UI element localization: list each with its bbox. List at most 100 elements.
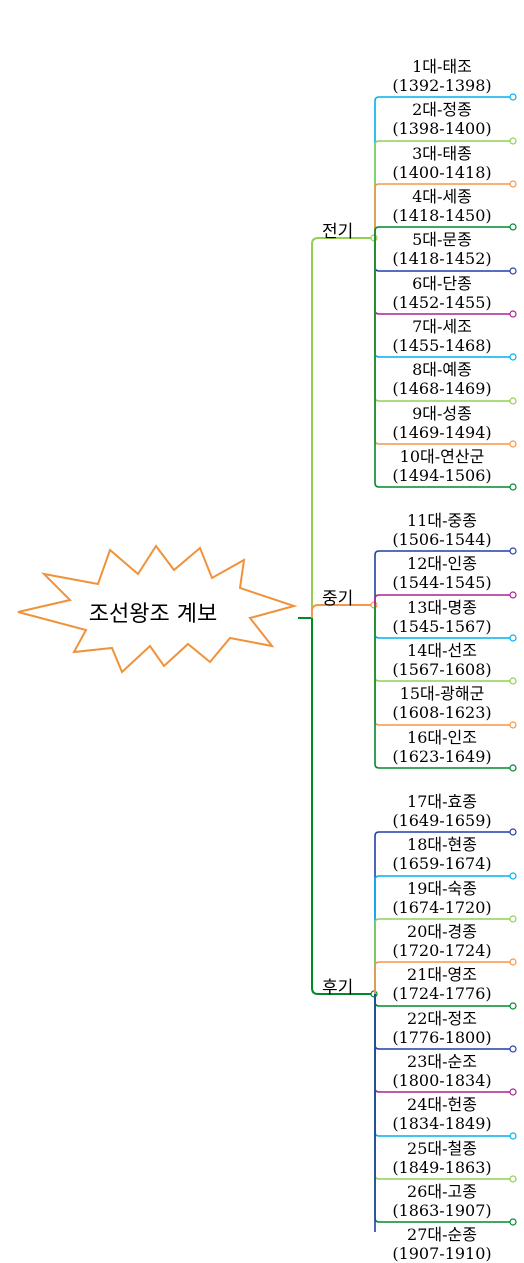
king-topic[interactable]: 3대-태종(1400-1418) — [376, 144, 508, 182]
king-topic[interactable]: 25대-철종(1849-1863) — [376, 1139, 508, 1177]
king-topic[interactable]: 23대-순조(1800-1834) — [376, 1052, 508, 1090]
king-end-dot-1-0[interactable] — [509, 547, 517, 555]
king-topic[interactable]: 6대-단종(1452-1455) — [376, 274, 508, 312]
king-reign-years: (1800-1834) — [392, 1070, 492, 1090]
king-topic[interactable]: 10대-연산군(1494-1506) — [376, 447, 508, 485]
king-topic[interactable]: 18대-현종(1659-1674) — [376, 835, 508, 873]
king-name: 12대-인종 — [407, 554, 477, 574]
king-name: 23대-순조 — [407, 1051, 477, 1071]
king-topic[interactable]: 14대-선조(1567-1608) — [376, 641, 508, 679]
era-label-0[interactable]: 전기 — [322, 222, 354, 242]
king-reign-years: (1468-1469) — [392, 379, 492, 399]
king-reign-years: (1392-1398) — [392, 76, 492, 95]
king-name: 20대-경종 — [407, 921, 477, 941]
king-topic[interactable]: 12대-인종(1544-1545) — [376, 554, 508, 592]
king-name: 19대-숙종 — [407, 878, 477, 898]
king-end-dot-0-8[interactable] — [509, 440, 517, 448]
king-connector-1-1 — [374, 594, 513, 605]
king-reign-years: (1418-1452) — [392, 249, 492, 269]
king-reign-years: (1398-1400) — [392, 119, 492, 139]
king-end-dot-2-3[interactable] — [509, 958, 517, 966]
king-reign-years: (1849-1863) — [392, 1157, 492, 1177]
king-name: 2대-정종 — [412, 100, 472, 120]
king-topic[interactable]: 22대-정조(1776-1800) — [376, 1009, 508, 1047]
king-topic[interactable]: 1대-태조(1392-1398) — [376, 57, 508, 95]
king-end-dot-0-9[interactable] — [509, 483, 517, 491]
king-topic[interactable]: 13대-명종(1545-1567) — [376, 598, 508, 636]
king-end-dot-0-2[interactable] — [509, 180, 517, 188]
era-label-1[interactable]: 중기 — [322, 589, 354, 609]
king-end-dot-2-9[interactable] — [509, 1218, 517, 1226]
king-end-dot-0-0[interactable] — [509, 93, 517, 101]
king-connector-2-1 — [374, 875, 513, 994]
king-end-dot-2-7[interactable] — [509, 1132, 517, 1140]
king-end-dot-2-5[interactable] — [509, 1045, 517, 1053]
king-reign-years: (1567-1608) — [392, 659, 492, 679]
king-topic[interactable]: 20대-경종(1720-1724) — [376, 922, 508, 960]
king-reign-years: (1720-1724) — [392, 940, 492, 960]
king-end-dot-1-4[interactable] — [509, 721, 517, 729]
king-name: 26대-고종 — [407, 1181, 477, 1201]
king-topic[interactable]: 7대-세조(1455-1468) — [376, 317, 508, 355]
king-reign-years: (1674-1720) — [392, 897, 492, 917]
king-topic[interactable]: 11대-중종(1506-1544) — [376, 511, 508, 549]
king-end-dot-1-5[interactable] — [509, 764, 517, 772]
king-reign-years: (1907-1910) — [392, 1244, 492, 1263]
king-connector-1-0 — [374, 550, 513, 605]
king-topic[interactable]: 4대-세종(1418-1450) — [376, 187, 508, 225]
king-name: 1대-태조 — [412, 57, 472, 76]
king-end-dot-1-1[interactable] — [509, 591, 517, 599]
king-end-dot-2-2[interactable] — [509, 915, 517, 923]
king-reign-years: (1469-1494) — [392, 422, 492, 442]
king-topic[interactable]: 2대-정종(1398-1400) — [376, 100, 508, 138]
king-topic[interactable]: 21대-영조(1724-1776) — [376, 965, 508, 1003]
king-end-dot-0-5[interactable] — [509, 310, 517, 318]
king-topic[interactable]: 26대-고종(1863-1907) — [376, 1182, 508, 1220]
king-end-dot-2-8[interactable] — [509, 1175, 517, 1183]
king-name: 10대-연산군 — [399, 446, 485, 466]
king-name: 7대-세조 — [412, 316, 472, 336]
king-end-dot-0-1[interactable] — [509, 137, 517, 145]
king-reign-years: (1776-1800) — [392, 1027, 492, 1047]
king-connector-2-3 — [374, 961, 513, 994]
king-connector-1-5 — [374, 605, 513, 769]
king-name: 13대-명종 — [407, 597, 477, 617]
king-end-dot-1-3[interactable] — [509, 677, 517, 685]
king-topic[interactable]: 17대-효종(1649-1659) — [376, 792, 508, 830]
king-connector-0-0 — [374, 96, 513, 238]
king-name: 5대-문종 — [412, 230, 472, 250]
king-topic[interactable]: 19대-숙종(1674-1720) — [376, 879, 508, 917]
king-end-dot-2-6[interactable] — [509, 1088, 517, 1096]
king-connector-0-1 — [374, 140, 513, 238]
king-connector-0-9 — [374, 238, 513, 488]
king-reign-years: (1506-1544) — [392, 530, 492, 549]
king-end-dot-0-3[interactable] — [509, 223, 517, 231]
king-end-dot-0-7[interactable] — [509, 397, 517, 405]
king-topic[interactable]: 27대-순종(1907-1910) — [376, 1225, 508, 1263]
king-name: 6대-단종 — [412, 273, 472, 293]
king-reign-years: (1494-1506) — [392, 465, 492, 485]
king-topic[interactable]: 24대-헌종(1834-1849) — [376, 1095, 508, 1133]
mindmap-connectors — [17, 93, 517, 1232]
king-end-dot-0-4[interactable] — [509, 267, 517, 275]
king-topic[interactable]: 9대-성종(1469-1494) — [376, 404, 508, 442]
king-reign-years: (1544-1545) — [392, 573, 492, 593]
era-label-2[interactable]: 후기 — [322, 978, 354, 998]
branch-1 — [311, 604, 374, 618]
king-topic[interactable]: 16대-인조(1623-1649) — [376, 728, 508, 766]
root-topic[interactable]: 조선왕조 계보 — [88, 602, 218, 627]
king-topic[interactable]: 5대-문종(1418-1452) — [376, 230, 508, 268]
king-name: 8대-예종 — [412, 360, 472, 380]
king-reign-years: (1863-1907) — [392, 1200, 492, 1220]
king-name: 9대-성종 — [412, 403, 472, 423]
king-end-dot-0-6[interactable] — [509, 353, 517, 361]
king-topic[interactable]: 15대-광해군(1608-1623) — [376, 684, 508, 722]
king-end-dot-2-1[interactable] — [509, 872, 517, 880]
king-end-dot-1-2[interactable] — [509, 634, 517, 642]
root-starburst — [17, 544, 298, 674]
king-end-dot-2-0[interactable] — [509, 828, 517, 836]
king-topic[interactable]: 8대-예종(1468-1469) — [376, 360, 508, 398]
king-name: 4대-세종 — [412, 186, 472, 206]
king-end-dot-2-4[interactable] — [509, 1002, 517, 1010]
king-connector-0-2 — [374, 183, 513, 238]
